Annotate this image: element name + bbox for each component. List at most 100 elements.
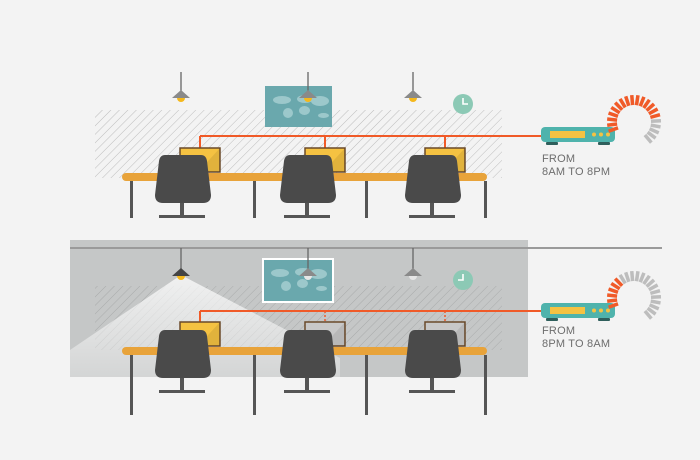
chair (280, 330, 336, 378)
gauge-segment (613, 277, 624, 288)
gauge-segment (624, 271, 631, 283)
gauge-segment (613, 101, 624, 112)
gauge-segment (642, 98, 651, 110)
gauge-segment (634, 271, 640, 282)
gauge-segment (618, 273, 627, 285)
desk-leg (130, 355, 133, 415)
gauge-segment (630, 94, 635, 106)
chair-base (284, 215, 330, 218)
night-schedule-time: 8PM TO 8AM (542, 338, 611, 350)
gauge-segment (642, 274, 651, 286)
map-continent (309, 269, 327, 279)
gauge-segment (606, 298, 618, 303)
gauge-segment (624, 95, 631, 107)
gauge-segment (638, 272, 646, 283)
gauge-segment (649, 288, 661, 296)
chair-post (305, 378, 309, 392)
gauge-segment (649, 112, 661, 120)
gauge-segment (646, 306, 657, 316)
map-continent (273, 96, 291, 104)
gauge-segment (643, 309, 653, 320)
gauge-segment (606, 117, 618, 122)
router-foot (598, 318, 610, 321)
day-schedule-label: FROM 8AM TO 8PM (542, 153, 610, 179)
chair (280, 155, 336, 203)
clock-hands (462, 98, 468, 105)
lamp-shade (404, 268, 422, 276)
desk-leg (365, 181, 368, 218)
gauge-segment (648, 127, 660, 135)
map-continent (297, 279, 308, 288)
desk-leg (130, 181, 133, 218)
gauge-segment (607, 287, 619, 294)
gauge-segment (648, 107, 659, 116)
gauge-segment (630, 270, 635, 282)
chair-base (159, 215, 205, 218)
gauge-segment (608, 302, 619, 309)
gauge-segment (646, 130, 657, 140)
chair-base (284, 390, 330, 393)
night-schedule-label: FROM 8PM TO 8AM (542, 325, 610, 351)
map-continent (283, 108, 293, 118)
router-foot (546, 318, 558, 321)
desk-leg (484, 355, 487, 415)
chair-base (409, 215, 455, 218)
day-schedule-from: FROM (542, 153, 576, 165)
gauge-segment (610, 105, 621, 115)
map-continent (271, 269, 289, 277)
router-led (592, 132, 596, 137)
gauge-segment (650, 123, 661, 129)
router-led (606, 132, 610, 137)
gauge-segment (634, 95, 640, 106)
chair (155, 155, 211, 203)
lamp-shade (404, 90, 422, 98)
gauge-segment (608, 126, 619, 133)
gauge-segment (643, 133, 653, 144)
day-scene (95, 72, 662, 218)
router-foot (546, 142, 558, 145)
router-display (550, 307, 585, 314)
day-schedule-time: 8AM TO 8PM (542, 166, 611, 178)
chair-post (430, 378, 434, 392)
desk-leg (484, 181, 487, 218)
desk-leg (253, 181, 256, 218)
night-schedule-from: FROM (542, 325, 576, 337)
gauge-segment (606, 293, 618, 298)
router-led (599, 308, 603, 313)
gauge-segment (638, 96, 646, 107)
lamp-shade (299, 90, 317, 98)
gauge-segment (648, 283, 659, 292)
router-foot (598, 142, 610, 145)
gauge-segment (650, 299, 661, 305)
chair (405, 330, 461, 378)
router-led (599, 132, 603, 137)
chair-post (305, 203, 309, 217)
lamp-shade (299, 268, 317, 276)
gauge-segment (607, 111, 619, 118)
map-continent (299, 106, 310, 115)
chair-base (159, 390, 205, 393)
chair-post (180, 203, 184, 217)
map-continent (311, 96, 329, 106)
desk-leg (253, 355, 256, 415)
desk-leg (365, 355, 368, 415)
router-display (550, 131, 585, 138)
world-map (265, 86, 332, 127)
chair-post (430, 203, 434, 217)
gauge-segment (648, 303, 660, 311)
map-continent (281, 281, 291, 291)
router-led (592, 308, 596, 313)
gauge-segment (645, 278, 656, 288)
gauge-segment (645, 102, 656, 112)
map-continent (316, 286, 327, 291)
gauge-segment (606, 122, 618, 127)
world-map (262, 258, 334, 303)
chair-post (180, 378, 184, 392)
map-continent (318, 113, 329, 118)
lamp-shade (172, 268, 190, 276)
clock-hands (458, 274, 464, 281)
night-scene (70, 240, 662, 415)
chair (405, 155, 461, 203)
